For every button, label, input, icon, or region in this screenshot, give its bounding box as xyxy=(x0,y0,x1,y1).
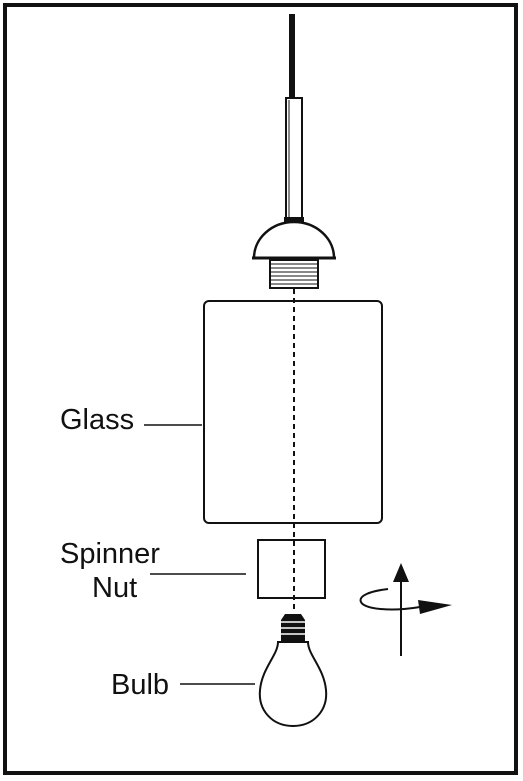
label-bulb: Bulb xyxy=(111,669,169,701)
light-bulb xyxy=(258,614,328,728)
spinner-nut xyxy=(257,539,326,599)
cord-rod xyxy=(284,97,304,223)
label-spinner-nut-line1: Spinner xyxy=(60,538,160,570)
socket-dome-cap xyxy=(252,220,336,260)
label-spinner-nut-line2: Nut xyxy=(92,572,137,604)
diagram-frame xyxy=(3,3,518,775)
rotate-clockwise-arrow-icon xyxy=(359,563,452,656)
socket-thread xyxy=(269,259,319,289)
label-glass: Glass xyxy=(60,404,134,436)
power-cord xyxy=(289,14,295,100)
